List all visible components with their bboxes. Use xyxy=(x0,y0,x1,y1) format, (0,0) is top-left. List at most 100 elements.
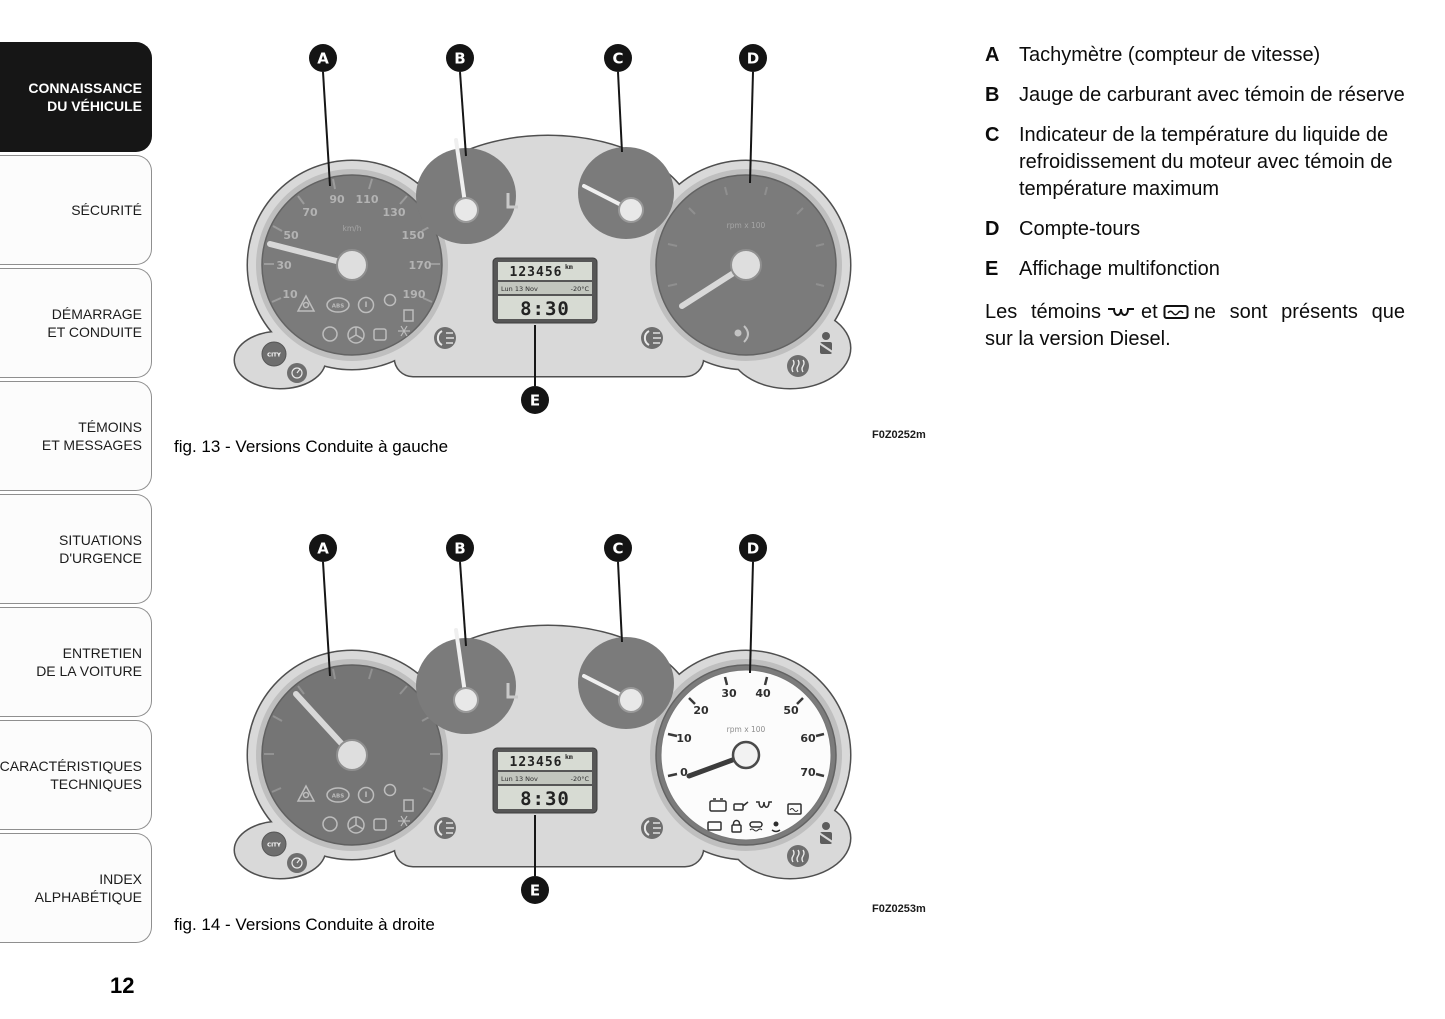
brake-warning-icon xyxy=(357,786,375,804)
multifunction-display: 123456 km Lun 13 Nov -20°C 8:30 xyxy=(492,747,598,814)
tab-label: DU VÉHICULE xyxy=(47,98,142,114)
abs-label: ABS xyxy=(332,304,344,310)
gauge-mark xyxy=(506,683,518,699)
callout-lines xyxy=(322,561,754,876)
svg-text:170: 170 xyxy=(409,259,432,272)
glow-plug-icon xyxy=(1108,308,1134,316)
display-date: Lun 13 Nov xyxy=(501,285,538,293)
odometer-unit: km xyxy=(565,263,573,271)
svg-text:60: 60 xyxy=(800,732,816,745)
heated-rear-window-icon xyxy=(787,845,809,867)
fuel-hub xyxy=(453,197,479,223)
fig13-code: F0Z0252m xyxy=(872,429,926,441)
svg-text:40: 40 xyxy=(755,687,771,700)
tab-label: SITUATIONS xyxy=(59,531,142,548)
sidebar-tab-caracteristiques-techniques: CARACTÉRISTIQUES TECHNIQUES xyxy=(0,720,152,830)
legend-text: Tachymètre (compteur de vitesse) xyxy=(1019,44,1321,66)
legend-letter: B xyxy=(985,84,1000,106)
multifunction-display: 123456 km Lun 13 Nov -20°C 8:30 xyxy=(492,257,598,324)
front-fog-icon xyxy=(434,327,456,349)
front-fog-icon xyxy=(434,817,456,839)
diesel-note-text: Les témoins xyxy=(985,301,1101,323)
cluster-buttons: CITY xyxy=(261,817,835,873)
callout-b: B xyxy=(446,44,474,72)
page-number: 12 xyxy=(110,973,135,998)
tachometer-scale: 0 10 20 30 40 50 60 70 xyxy=(676,687,816,779)
display-date: Lun 13 Nov xyxy=(501,775,538,783)
svg-text:0: 0 xyxy=(680,766,688,779)
oil-pressure-icon xyxy=(733,801,749,811)
rpm-label: rpm x 100 xyxy=(727,725,766,734)
tab-label: ALPHABÉTIQUE xyxy=(34,889,142,905)
city-label: CITY xyxy=(267,353,282,359)
tab-label: DE LA VOITURE xyxy=(36,663,142,679)
tachometer: rpm x 100 xyxy=(655,174,837,356)
svg-text:150: 150 xyxy=(402,229,425,242)
tab-label: ENTRETIEN xyxy=(62,644,142,661)
tab-label: CONNAISSANCE xyxy=(28,79,142,96)
gearbox-warning-icon xyxy=(383,783,397,797)
fig14-caption: fig. 14 - Versions Conduite à droite xyxy=(174,915,435,934)
svg-text:110: 110 xyxy=(356,193,379,206)
svg-text:A: A xyxy=(317,540,329,558)
airbag-lamp-icon xyxy=(734,325,749,343)
battery-icon xyxy=(709,798,727,812)
abs-warning-icon xyxy=(326,787,350,803)
svg-text:130: 130 xyxy=(383,206,406,219)
tachometer-ticks xyxy=(667,186,825,287)
abs-warning-icon xyxy=(326,297,350,313)
tachometer-hub xyxy=(730,249,762,281)
svg-text:50: 50 xyxy=(283,229,299,242)
rpm-label: rpm x 100 xyxy=(727,221,766,230)
svg-text:E: E xyxy=(530,882,540,900)
esp-warning-icon xyxy=(296,294,316,312)
seat-belt-icon xyxy=(818,822,835,844)
callout-d: D xyxy=(739,44,767,72)
svg-text:90: 90 xyxy=(329,193,345,206)
svg-text:D: D xyxy=(747,540,759,558)
water-in-fuel-filter-icon xyxy=(1163,305,1189,319)
glow-plug-lamp-icon xyxy=(756,801,772,808)
display-outside-temp: -20°C xyxy=(571,285,590,293)
svg-text:10: 10 xyxy=(282,288,298,301)
diesel-note-text: et xyxy=(1141,301,1158,323)
speedometer-scale: 10 30 50 70 90 110 130 150 170 190 xyxy=(276,193,431,301)
temperature-gauge xyxy=(578,637,674,729)
legend-item-a: A Tachymètre (compteur de vitesse) xyxy=(985,42,1405,69)
tyre-warning-icon xyxy=(322,326,338,342)
door-open-icon xyxy=(373,818,387,831)
heated-rear-window-icon xyxy=(787,355,809,377)
temperature-gauge xyxy=(578,147,674,239)
tab-label: INDEX xyxy=(99,870,142,887)
speedometer-ticks xyxy=(264,178,440,303)
city-button: CITY xyxy=(261,831,287,857)
sidebar-tab-entretien-de-la-voiture: ENTRETIEN DE LA VOITURE xyxy=(0,607,152,717)
display-outside-temp: -20°C xyxy=(571,775,590,783)
legend-item-c: C Indicateur de la température du liquid… xyxy=(985,122,1405,203)
sidebar-tab-connaissance-du-vehicule: CONNAISSANCE DU VÉHICULE xyxy=(0,42,152,152)
brake-warning-icon xyxy=(357,296,375,314)
legend-letter: A xyxy=(985,44,1000,66)
callout-e: E xyxy=(521,386,549,414)
sidebar-tab-index-alphabetique: INDEX ALPHABÉTIQUE xyxy=(0,833,152,943)
abs-label: ABS xyxy=(332,794,344,800)
immobilizer-icon xyxy=(731,819,742,833)
display-clock: 8:30 xyxy=(520,298,570,320)
tachometer-ticks xyxy=(667,676,825,778)
fig14-code: F0Z0253m xyxy=(872,903,926,915)
svg-text:50: 50 xyxy=(783,704,799,717)
temperature-hub xyxy=(618,197,644,223)
legend-text: Jauge de carburant avec témoin de réserv… xyxy=(1019,84,1405,106)
sidebar-tab-situations-durgence: SITUATIONS D'URGENCE xyxy=(0,494,152,604)
svg-text:D: D xyxy=(747,50,759,68)
legend-text: Indicateur de la température du liquide … xyxy=(1019,124,1393,200)
speedometer-hub xyxy=(336,249,368,281)
gauge-mark xyxy=(506,193,518,209)
seat-belt-icon xyxy=(818,332,835,354)
callout-c: C xyxy=(604,534,632,562)
callout-a: A xyxy=(309,44,337,72)
airbag-icon xyxy=(771,821,781,833)
odometer-value: 123456 xyxy=(510,265,563,280)
warning-lamps xyxy=(296,293,414,344)
speed-limiter-icon xyxy=(287,853,307,873)
